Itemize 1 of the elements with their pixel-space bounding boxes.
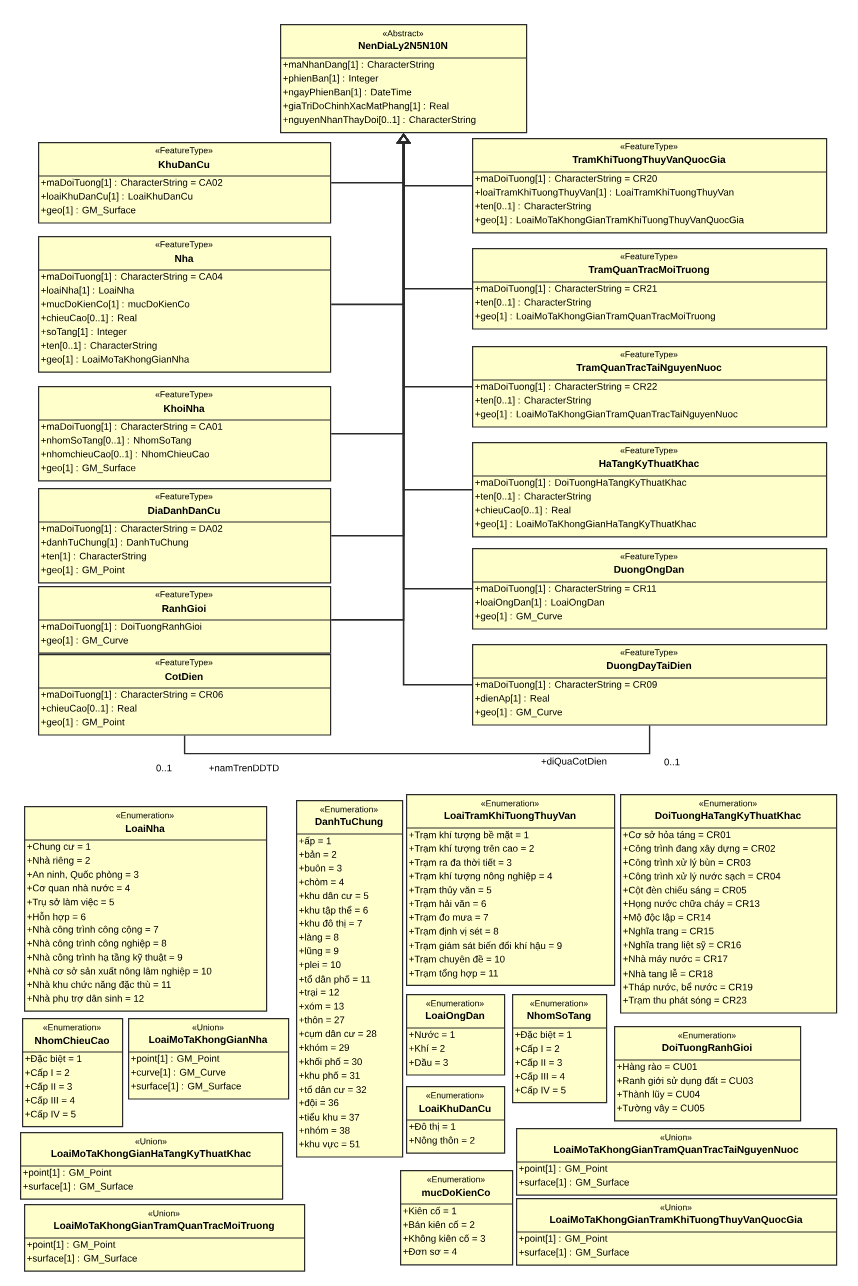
association-line xyxy=(183,724,651,755)
